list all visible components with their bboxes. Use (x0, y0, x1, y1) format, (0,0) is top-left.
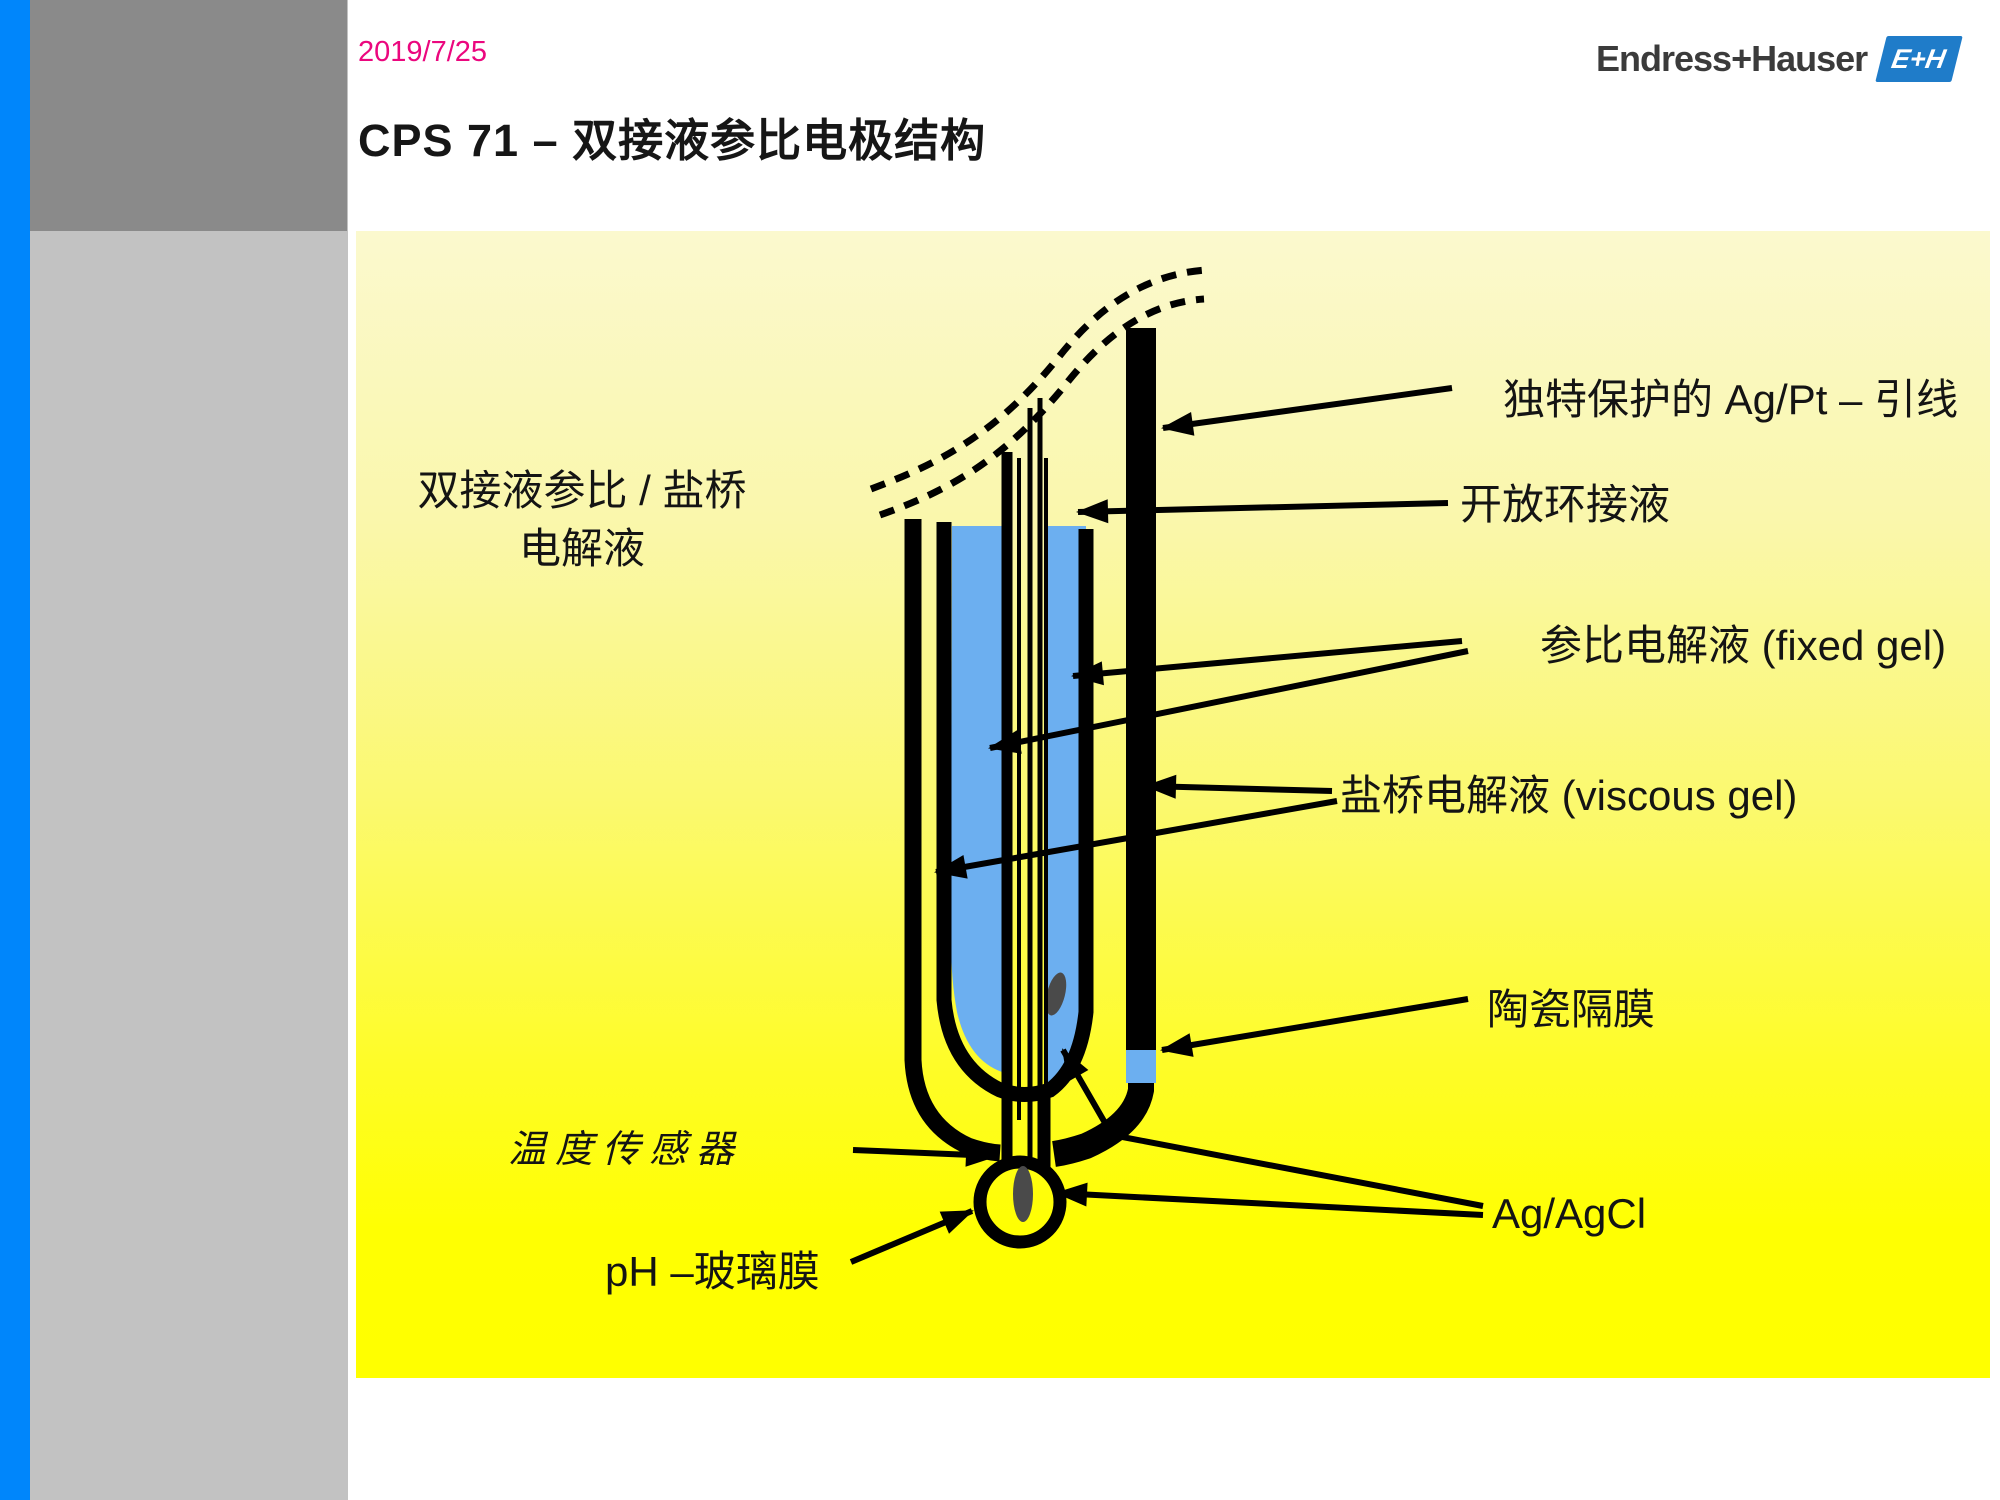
label-line: 电解液 (518, 524, 645, 572)
label-temp-sensor: 温度传感器 (508, 1129, 744, 1171)
arrow-salt-bridge-1 (1144, 774, 1333, 799)
cable-dashed-line (869, 266, 1207, 493)
label-ph-glass: pH –玻璃膜 (605, 1248, 820, 1295)
label-salt-bridge-electrolyte: 盐桥电解液 (viscous gel) (1340, 772, 1798, 819)
sidebar-blue-strip (0, 0, 30, 1500)
slide-date: 2019/7/25 (358, 36, 488, 68)
label-open-ring: 开放环接液 (1460, 481, 1671, 528)
sidebar-gray-block (30, 0, 347, 231)
arrow-ph-glass (849, 1208, 974, 1265)
arrow-ag-agcl-bulb (1055, 1182, 1484, 1218)
ag-agcl-element-bulb (1013, 1166, 1033, 1222)
reference-electrolyte-liquid (951, 526, 1002, 1072)
arrow-salt-bridge-2 (934, 798, 1338, 879)
arrow-temp-sensor (852, 1142, 998, 1167)
page-title: CPS 71 – 双接液参比电极结构 (358, 115, 987, 166)
arrow-ref-electrolyte-1 (1071, 638, 1463, 686)
arrow-ref-electrolyte-2 (988, 648, 1469, 754)
label-ceramic-diaphragm: 陶瓷隔膜 (1487, 986, 1656, 1033)
arrow-ceramic-diaphragm (1160, 996, 1469, 1057)
label-ag-agcl: Ag/AgCl (1492, 1190, 1647, 1237)
ag-agcl-element-upper (1045, 972, 1067, 1016)
arrow-agpt-lead (1161, 385, 1453, 436)
label-line: 双接液参比 / 盐桥 (417, 467, 747, 514)
outer-tube-right-wall-bottom (1051, 1083, 1154, 1167)
label-salt-bridge-electrolyte-left: 双接液参比 / 盐桥 电解液 (392, 462, 772, 578)
company-logo-text: Endress+Hauser (1596, 38, 1868, 79)
label-ref-electrolyte: 参比电解液 (fixed gel) (1540, 622, 1947, 669)
cable-dashed-line (878, 295, 1205, 519)
label-agpt-lead: 独特保护的 Ag/Pt – 引线 (1503, 376, 1959, 423)
arrow-ag-agcl-upper (1060, 1048, 1484, 1209)
ceramic-diaphragm-port (1126, 1050, 1156, 1083)
sidebar-gray-column (30, 0, 348, 1500)
arrow-open-ring (1076, 499, 1449, 524)
company-logo: Endress+Hauser E+H (1596, 36, 1963, 82)
